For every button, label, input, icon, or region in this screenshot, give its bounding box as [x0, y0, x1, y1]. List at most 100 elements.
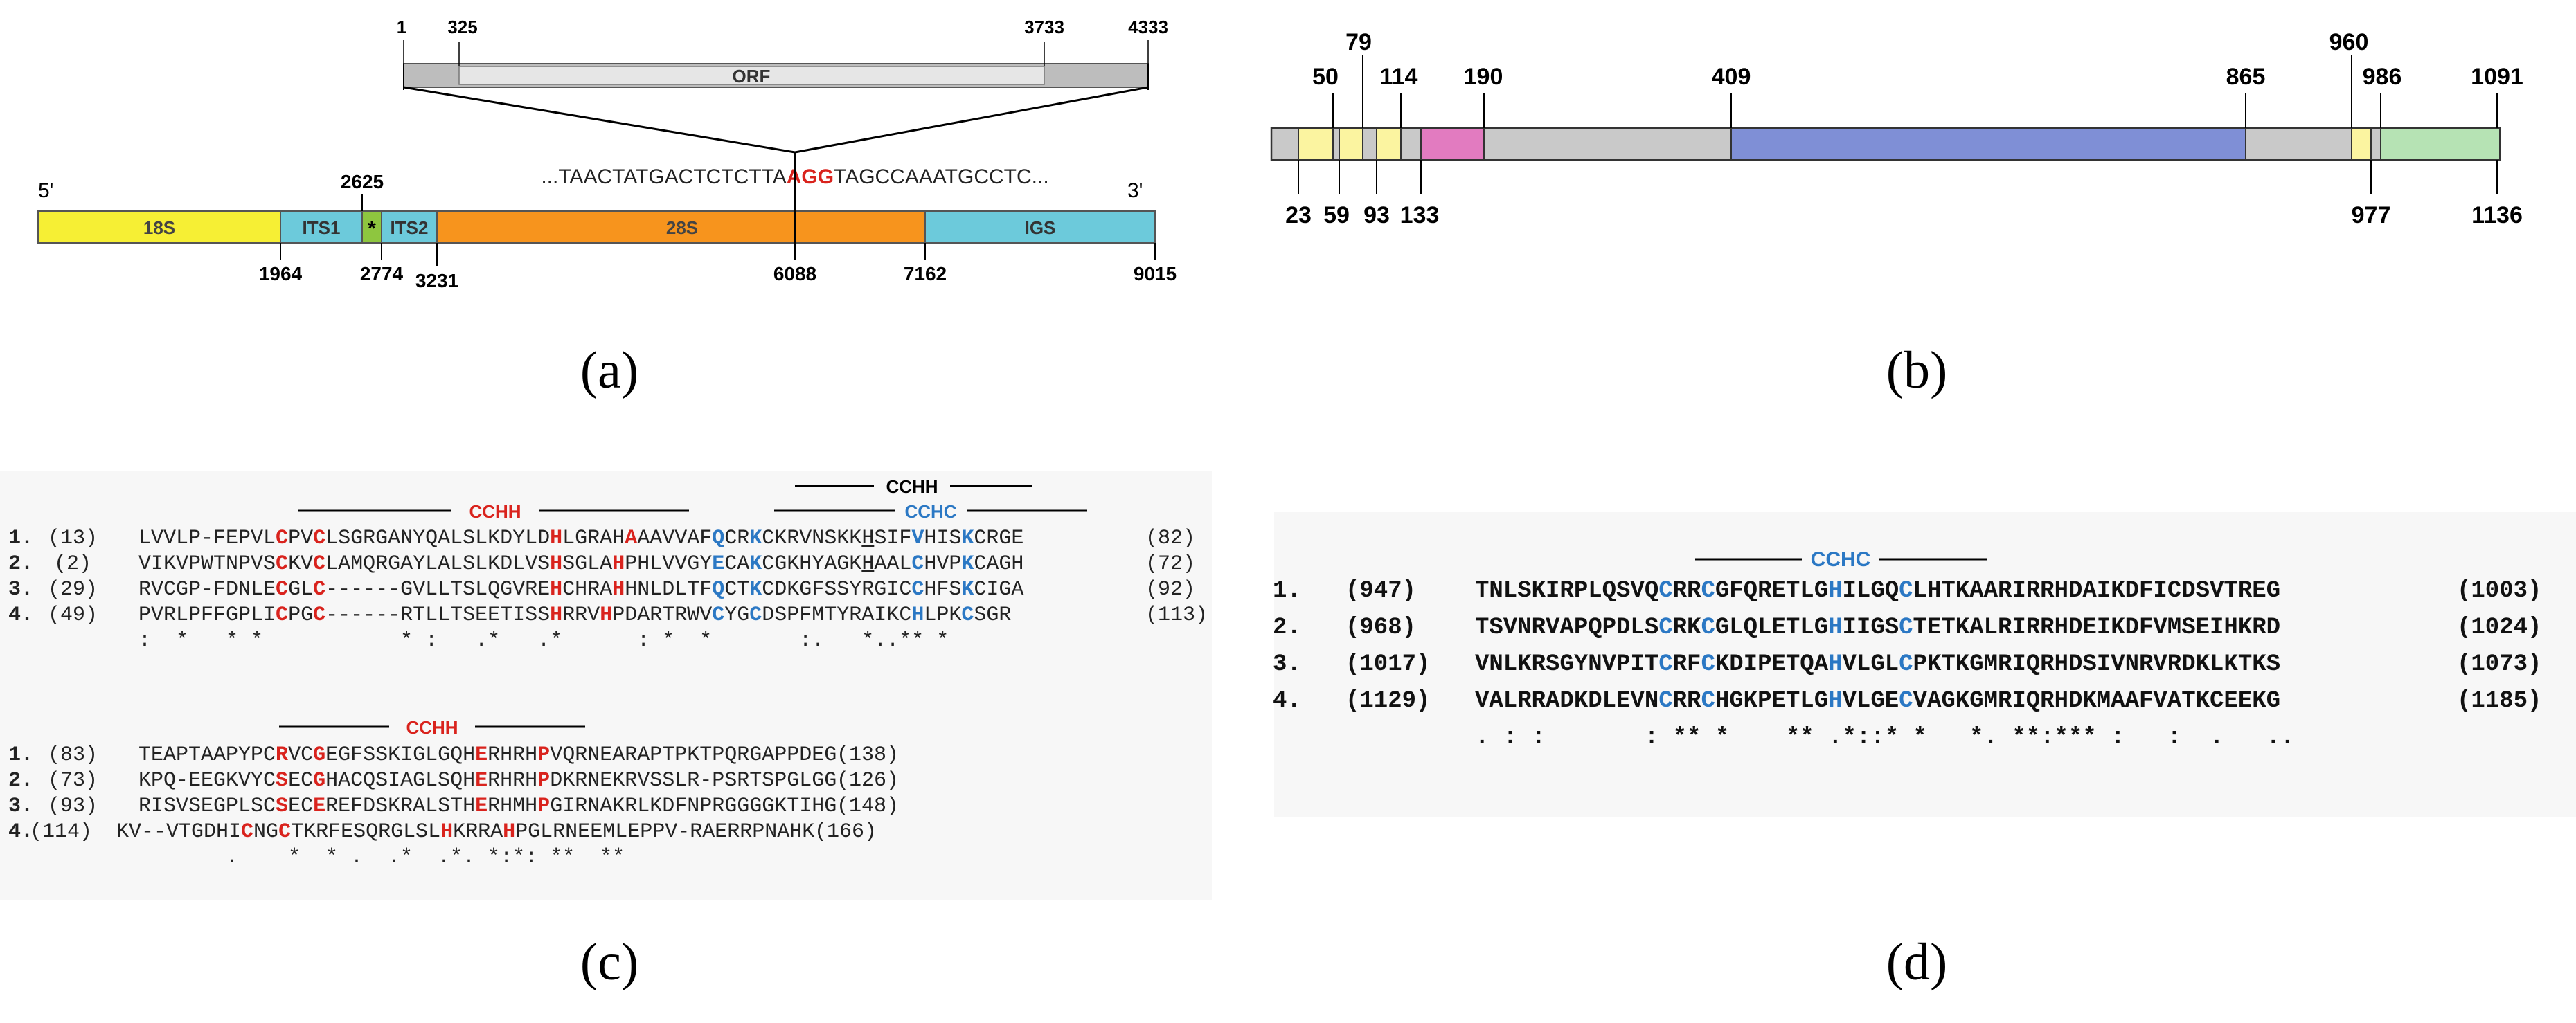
- domain-yellow-3: [1376, 127, 1402, 161]
- alignment-row: 2. (73) KPQ-EEGKVYCSECGHACQSIAGLSQHERHRH…: [8, 769, 899, 793]
- alignment-row: 4. (114) KV--VTGDHICNGCTKRFESQRGLSLHKRRA…: [8, 820, 877, 844]
- row-end: (148): [837, 795, 899, 818]
- tick-b-50-label: 50: [1312, 64, 1339, 90]
- tick-b-190-label: 190: [1464, 64, 1503, 90]
- row-end: (1073): [2457, 651, 2541, 678]
- caption-a: (a): [580, 341, 638, 399]
- tick-3231-label: 3231: [415, 270, 458, 291]
- row-number: 2.: [8, 769, 33, 793]
- row-sequence: TNLSKIRPLQSVQCRRCGFQRETLGHILGQCLHTKAARIR…: [1475, 578, 2280, 604]
- tick-b-23-label: 23: [1285, 202, 1312, 228]
- domain-yellow-4: [2351, 127, 2372, 161]
- tick-b-1136-label: 1136: [2471, 202, 2523, 228]
- caption-c: (c): [580, 933, 638, 991]
- zoom-line-left: [403, 86, 796, 154]
- tick-6088-label: 6088: [773, 263, 816, 284]
- row-sequence: VNLKRSGYNVPITCRFCKDIPETQAHVLGLCPKTKGMRIQ…: [1475, 651, 2280, 678]
- insertion-sequence: ...TAACTATGACTCTCTTAAGGTAGCCAAATGCCTC...: [541, 165, 1048, 188]
- orf-3733-label: 3733: [1024, 17, 1064, 37]
- row-number: 3.: [8, 795, 33, 818]
- row-end: (113): [1145, 604, 1208, 627]
- segment-28s: [436, 210, 926, 244]
- motif-label-cchh-2: CCHH: [886, 476, 938, 497]
- segment-star-label: *: [368, 217, 376, 240]
- motif-label-cchh-3: CCHH: [406, 717, 458, 738]
- tick-b-79-label: 79: [1345, 29, 1372, 55]
- row-number: 1.: [8, 743, 33, 767]
- motif-label-cchh-1: CCHH: [469, 501, 521, 522]
- row-sequence: LVVLP-FEPVLCPVCLSGRGANYQALSLKDYLDHLGRAHA…: [138, 527, 1023, 550]
- row-sequence: TEAPTAAPYPCRVCGEGFSSKIGLGQHERHRHPVQRNEAR…: [138, 743, 837, 767]
- row-start: (73): [48, 769, 98, 793]
- row-end: (138): [837, 743, 899, 767]
- row-start: (947): [1345, 578, 1416, 604]
- alignment-c-block-1: 1. (13) LVVLP-FEPVLCPVCLSGRGANYQALSLKDYL…: [8, 527, 1208, 653]
- row-sequence: PVRLPFFGPLICPGC------RTLLTSEETISSHRRVHPD…: [138, 604, 1011, 627]
- alignment-row: 2. (968) TSVNRVAPQPDLSCRKCGLQLETLGHIIGSC…: [1273, 615, 2541, 641]
- orf-region: [458, 66, 1045, 85]
- row-start: (29): [48, 578, 98, 601]
- domain-pink: [1420, 127, 1485, 161]
- panel-c-background: [0, 471, 1212, 900]
- panel-b: 50 79 114 190 409 865 960 986 1091 23 59…: [1270, 29, 2523, 399]
- orf-end-label: 4333: [1128, 17, 1168, 37]
- alignment-row: 1. (947) TNLSKIRPLQSVQCRRCGFQRETLGHILGQC…: [1273, 578, 2541, 604]
- tick-b-865-label: 865: [2226, 64, 2266, 90]
- row-start: (49): [48, 604, 98, 627]
- alignment-row: 4. (49) PVRLPFFGPLICPGC------RTLLTSEETIS…: [8, 604, 1208, 627]
- panel-d: CCHC 1. (947) TNLSKIRPLQSVQCRRCGFQRETLGH…: [1273, 512, 2576, 991]
- alignment-row: 2. (2) VIKVPWTNPVSCKVCLAMQRGAYLALSLKDLVS…: [8, 552, 1195, 576]
- row-number: 3.: [1273, 651, 1301, 678]
- row-number: 1.: [1273, 578, 1301, 604]
- row-end: (82): [1145, 527, 1195, 550]
- orf-325-label: 325: [447, 17, 477, 37]
- row-end: (126): [837, 769, 899, 793]
- row-sequence: RISVSEGPLSCSECEREFDSKRALSTHERHMHPGIRNAKR…: [138, 795, 837, 818]
- row-end: (92): [1145, 578, 1195, 601]
- alignment-row: 3. (1017) VNLKRSGYNVPITCRFCKDIPETQAHVLGL…: [1273, 651, 2541, 678]
- row-start: (1129): [1345, 688, 1430, 714]
- alignment-row: 3. (93) RISVSEGPLSCSECEREFDSKRALSTHERHMH…: [8, 795, 899, 818]
- tick-2625-label: 2625: [341, 171, 384, 192]
- row-sequence: KPQ-EEGKVYCSECGHACQSIAGLSQHERHRHPDKRNEKR…: [138, 769, 837, 793]
- motif-label-cchc-d: CCHC: [1811, 548, 1871, 571]
- row-end: (1185): [2457, 688, 2541, 714]
- segment-star: [361, 210, 382, 244]
- orf-label: ORF: [733, 66, 771, 87]
- tick-b-986-label: 986: [2363, 64, 2402, 90]
- row-start: (1017): [1345, 651, 1430, 678]
- segment-its1-label: ITS1: [303, 217, 341, 238]
- row-start: (968): [1345, 615, 1416, 641]
- panel-c: CCHH CCHH CCHC 1. (13) LVVLP-FEPVLCPVCLS…: [0, 471, 1212, 991]
- tick-2774-label: 2774: [360, 263, 404, 284]
- tick-b-93-label: 93: [1363, 202, 1390, 228]
- conservation-line: . * * . .* .*. *:*: ** **: [226, 846, 625, 869]
- tick-b-133-label: 133: [1400, 202, 1440, 228]
- row-sequence: TSVNRVAPQPDLSCRKCGLQLETLGHIIGSCTETKALRIR…: [1475, 615, 2280, 641]
- tick-b-409-label: 409: [1712, 64, 1751, 90]
- row-end: (1024): [2457, 615, 2541, 641]
- row-sequence: VALRRADKDLEVNCRRCHGKPETLGHVLGECVAGKGMRIQ…: [1475, 688, 2280, 714]
- tick-b-1091-label: 1091: [2471, 64, 2523, 90]
- tick-b-59-label: 59: [1323, 202, 1350, 228]
- row-sequence: RVCGP-FDNLECGLC------GVLLTSLQGVREHCHRAHH…: [138, 578, 1023, 601]
- domain-yellow-1: [1298, 127, 1334, 161]
- row-end: (166): [814, 820, 877, 844]
- conservation-line: : * * * * : .* .* : * * :. *..** *: [138, 629, 949, 653]
- segment-igs-label: IGS: [1025, 217, 1056, 238]
- row-start: (2): [54, 552, 91, 576]
- domain-yellow-2: [1339, 127, 1363, 161]
- domain-green: [2380, 127, 2501, 161]
- alignment-row: 3. (29) RVCGP-FDNLECGLC------GVLLTSLQGVR…: [8, 578, 1195, 601]
- end-5-label: 5': [38, 179, 53, 202]
- row-number: 4.: [8, 820, 33, 844]
- tick-1964-label: 1964: [259, 263, 303, 284]
- row-number: 2.: [8, 552, 33, 576]
- motif-label-cchc: CCHC: [904, 501, 956, 522]
- alignment-row: 1. (83) TEAPTAAPYPCRVCGEGFSSKIGLGQHERHRH…: [8, 743, 899, 767]
- orf-start-label: 1: [397, 17, 406, 37]
- tick-9015-label: 9015: [1134, 263, 1177, 284]
- caption-b: (b): [1886, 341, 1948, 399]
- row-start: (13): [48, 527, 98, 550]
- row-number: 4.: [1273, 688, 1301, 714]
